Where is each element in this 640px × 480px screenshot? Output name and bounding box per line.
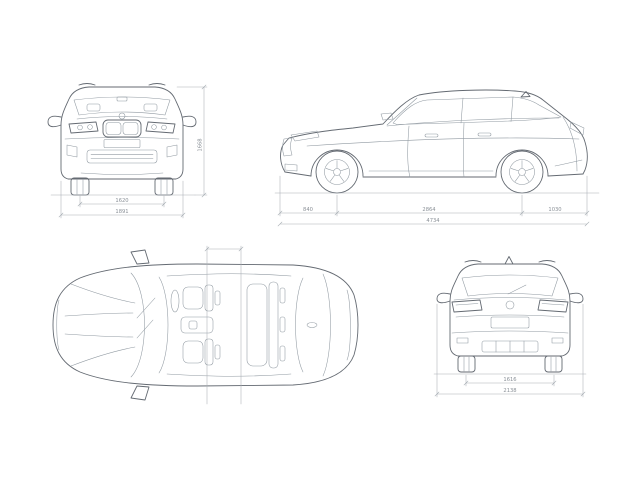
front-bumper (64, 137, 180, 175)
top-hood-details (56, 283, 136, 367)
side-mirror (380, 112, 394, 121)
b-pillar (460, 97, 464, 124)
top-view (35, 240, 375, 410)
grille-side (282, 137, 293, 157)
wheelbase-label: 2864 (422, 207, 436, 213)
driver-seat (182, 286, 204, 310)
mirror-width-label: 2138 (503, 388, 516, 394)
rear-wheel-arch (495, 149, 549, 177)
top-dimension-lines (204, 245, 244, 405)
width-dim-label: 1891 (115, 209, 128, 215)
rear-view: 1616 2138 (410, 240, 610, 405)
beltline (386, 117, 560, 127)
taillight-side (569, 121, 585, 136)
tailgate-top (322, 273, 331, 377)
front-wheels (70, 177, 174, 196)
front-wheel (315, 150, 359, 194)
fin-antenna (520, 91, 531, 98)
license-plate (103, 139, 141, 148)
character-line (306, 137, 580, 147)
dimension-length: 4734 (277, 218, 590, 227)
top-car-body (52, 249, 359, 401)
top-roof (166, 273, 318, 377)
rear-door-handle (477, 132, 492, 137)
top-mirror-right (130, 385, 150, 401)
right-mirror (182, 115, 197, 128)
rear-track-label: 1616 (503, 377, 516, 383)
lower-intake (86, 149, 158, 164)
front-overhang-label: 840 (303, 207, 313, 213)
side-glasshouse (380, 96, 562, 127)
center-console (180, 316, 214, 334)
dimension-height: 1668 (176, 84, 208, 198)
cowl-line (76, 116, 168, 120)
rear-wiper (507, 284, 527, 295)
front-headlights (68, 121, 176, 134)
bmw-roundel-rear (505, 300, 515, 310)
dimension-width-mirrors: 2138 (434, 303, 586, 398)
rear-license-plate (490, 316, 530, 329)
side-front-details (282, 121, 585, 172)
side-view: 840 2864 1030 4734 (265, 70, 610, 230)
rear-window (453, 274, 567, 301)
dimension-track-rear: 1616 (463, 374, 557, 387)
track-dim-label: 1620 (115, 198, 128, 204)
length-label: 4734 (426, 218, 440, 224)
headlight (290, 130, 320, 142)
headrest-left (86, 103, 101, 112)
top-windshield (130, 272, 169, 378)
top-interior (170, 281, 286, 369)
front-view: 1668 1620 1891 (25, 65, 220, 225)
roof-rails (78, 83, 166, 86)
c-pillar (510, 96, 514, 122)
rear-bench (246, 283, 268, 367)
front-wheel-arch (310, 149, 364, 177)
top-view-drawing (52, 245, 359, 405)
bmw-roundel (118, 112, 126, 120)
rear-bumper-line (554, 159, 583, 167)
rear-overhang-label: 1030 (548, 207, 561, 213)
dimension-width: 1891 (58, 180, 186, 219)
taillights (451, 299, 569, 313)
left-mirror (47, 115, 62, 128)
passenger-seat (182, 340, 204, 364)
fin-antenna-top (306, 322, 318, 328)
side-car-body (280, 89, 588, 178)
rearview-mirror (116, 96, 128, 102)
a-pillar (386, 97, 418, 126)
wipers (136, 297, 156, 339)
rear-window-top (295, 277, 304, 373)
height-dim-label: 1668 (198, 138, 204, 151)
front-door-handle (424, 133, 439, 138)
steering-wheel (170, 289, 180, 313)
reflector-right (551, 337, 564, 344)
dimension-track-front: 1620 (77, 195, 167, 208)
rear-left-mirror (436, 292, 451, 304)
front-intake (284, 163, 298, 172)
rear-bumper (451, 314, 569, 353)
rear-deck (346, 289, 351, 361)
rear-view-drawing: 1616 2138 (433, 256, 587, 398)
top-mirror-left (130, 249, 150, 265)
hatch-line (562, 116, 578, 172)
side-view-drawing: 840 2864 1030 4734 (274, 89, 600, 227)
top-rear-details (295, 273, 351, 377)
headrest-right (143, 103, 158, 112)
dimension-overhangs-wheelbase: 840 2864 1030 (277, 175, 590, 217)
rear-wheel (500, 150, 544, 194)
front-car-body (47, 83, 197, 180)
rear-wheels (457, 355, 563, 373)
rear-car-body (436, 256, 584, 357)
fin-antenna-rear (504, 256, 514, 265)
shoulder-line (453, 297, 567, 301)
roof-rails-rear (464, 260, 556, 263)
front-windshield (73, 96, 171, 120)
front-view-drawing: 1668 1620 1891 (47, 83, 208, 219)
rear-right-mirror (569, 292, 584, 304)
reflector-left (456, 337, 469, 344)
side-doors (306, 116, 580, 178)
kidney-grille (102, 112, 142, 138)
